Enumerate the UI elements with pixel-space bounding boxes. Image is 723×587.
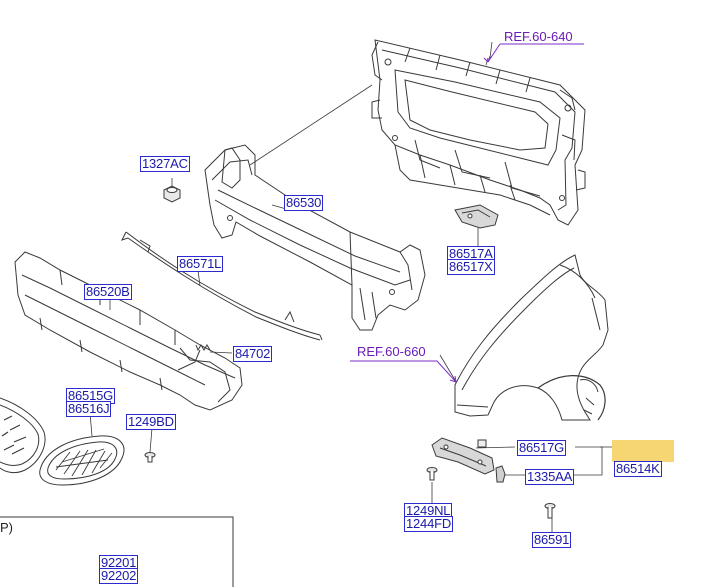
nut-1327ac (163, 185, 181, 203)
screw-1249nl (426, 467, 438, 481)
ref-60-640[interactable]: REF.60-640 (504, 29, 573, 44)
leader-lines (89, 41, 612, 532)
ref-lines (350, 43, 584, 383)
corner-fragment-text: P) (0, 520, 13, 535)
bolt-1249bd (144, 452, 156, 463)
highlight-86514k (612, 440, 674, 462)
energy-absorber (14, 251, 243, 411)
part-label-1244fd[interactable]: 1244FD (404, 516, 454, 532)
part-label-86571l[interactable]: 86571L (177, 256, 224, 272)
screw-86591 (544, 503, 556, 519)
part-label-86530[interactable]: 86530 (284, 195, 324, 211)
part-label-86514k[interactable]: 86514K (614, 461, 662, 477)
fender (454, 254, 609, 421)
ref-60-660[interactable]: REF.60-660 (357, 344, 426, 359)
foglamp-cover (39, 435, 125, 486)
inset-box (0, 516, 234, 587)
radiator-support-frame (371, 39, 586, 226)
clip-1335aa (495, 465, 506, 483)
side-bracket (431, 437, 495, 475)
part-label-1335aa[interactable]: 1335AA (525, 469, 575, 485)
part-label-86517a[interactable]: 86517A (447, 246, 495, 262)
part-label-86516j[interactable]: 86516J (66, 401, 112, 417)
part-label-86517g[interactable]: 86517G (517, 440, 567, 456)
part-label-1249bd[interactable]: 1249BD (126, 414, 176, 430)
bracket-86517a (454, 204, 499, 229)
part-label-86591[interactable]: 86591 (532, 532, 572, 548)
part-label-86517x[interactable]: 86517X (447, 259, 495, 275)
part-label-1327ac[interactable]: 1327AC (140, 156, 190, 172)
bumper-beam (204, 144, 426, 331)
absorber-strip (121, 231, 323, 341)
part-label-92202[interactable]: 92202 (99, 568, 139, 584)
part-label-86520b[interactable]: 86520B (84, 284, 132, 300)
grille-left (0, 397, 46, 474)
clip-84702 (195, 344, 211, 352)
part-label-84702[interactable]: 84702 (233, 346, 273, 362)
